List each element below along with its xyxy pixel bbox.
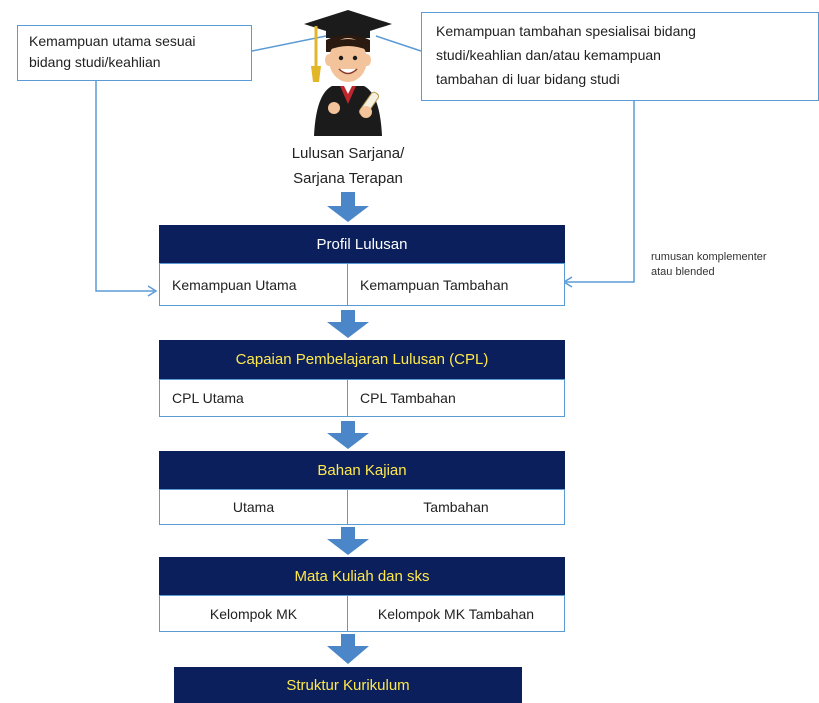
kemampuan-tambahan-cell: Kemampuan Tambahan [347, 263, 565, 306]
right-elbow-connector [566, 101, 635, 283]
flow-arrow-4 [327, 527, 369, 555]
kelompok-mk-cell: Kelompok MK [159, 595, 348, 632]
side-note-line1: rumusan komplementer [651, 251, 767, 263]
bahan-utama-cell: Utama [159, 489, 348, 525]
graduate-label: Lulusan Sarjana/ Sarjana Terapan [248, 141, 448, 191]
kelompok-mk-tambahan-cell: Kelompok MK Tambahan [347, 595, 565, 632]
left-elbow-connector [95, 81, 154, 292]
struktur-kurikulum-header: Struktur Kurikulum [174, 667, 522, 703]
kemampuan-tambahan-label: Kemampuan Tambahan [360, 276, 509, 293]
mata-kuliah-header: Mata Kuliah dan sks [159, 557, 565, 595]
bahan-tambahan-cell: Tambahan [347, 489, 565, 525]
kemampuan-utama-cell: Kemampuan Utama [159, 263, 348, 306]
main-callout-line1: Kemampuan utama sesuai [29, 33, 196, 49]
cpl-utama-cell: CPL Utama [159, 379, 348, 417]
right-callout-line [375, 35, 422, 52]
cpl-utama-label: CPL Utama [172, 390, 244, 406]
additional-callout-line3: tambahan di luar bidang studi [436, 71, 620, 87]
cpl-header: Capaian Pembelajaran Lulusan (CPL) [159, 340, 565, 379]
flow-arrow-5 [327, 634, 369, 664]
graduate-icon [304, 10, 392, 136]
bahan-tambahan-label: Tambahan [423, 499, 489, 515]
additional-ability-callout: Kemampuan tambahan spesialisai bidang st… [421, 12, 819, 101]
cpl-title: Capaian Pembelajaran Lulusan (CPL) [235, 351, 489, 368]
left-callout-line [251, 35, 327, 52]
bahan-utama-label: Utama [232, 499, 275, 515]
main-callout-line2: bidang studi/keahlian [29, 54, 161, 70]
graduate-label-line1: Lulusan Sarjana/ [291, 145, 405, 162]
flow-arrow-1 [327, 192, 369, 222]
bahan-kajian-header: Bahan Kajian [159, 451, 565, 489]
kelompok-mk-tambahan-label: Kelompok MK Tambahan [377, 605, 535, 622]
profil-lulusan-title: Profil Lulusan [316, 235, 408, 253]
profil-lulusan-header: Profil Lulusan [159, 225, 565, 263]
side-note-line2: atau blended [651, 266, 715, 278]
cpl-tambahan-label: CPL Tambahan [360, 390, 456, 406]
left-arrowhead [147, 285, 158, 297]
mata-kuliah-title: Mata Kuliah dan sks [294, 567, 430, 585]
flow-arrow-3 [327, 421, 369, 449]
additional-callout-line2: studi/keahlian dan/atau kemampuan [436, 47, 661, 63]
main-ability-callout: Kemampuan utama sesuai bidang studi/keah… [17, 25, 252, 81]
kemampuan-utama-label: Kemampuan Utama [172, 276, 297, 293]
additional-callout-line1: Kemampuan tambahan spesialisai bidang [436, 23, 696, 39]
cpl-tambahan-cell: CPL Tambahan [347, 379, 565, 417]
kelompok-mk-label: Kelompok MK [209, 605, 298, 622]
struktur-kurikulum-title: Struktur Kurikulum [286, 676, 410, 694]
bahan-kajian-title: Bahan Kajian [317, 461, 407, 479]
flow-arrow-2 [327, 310, 369, 338]
side-note: rumusan komplementer atau blended [651, 250, 767, 280]
graduate-label-line2: Sarjana Terapan [293, 170, 403, 187]
